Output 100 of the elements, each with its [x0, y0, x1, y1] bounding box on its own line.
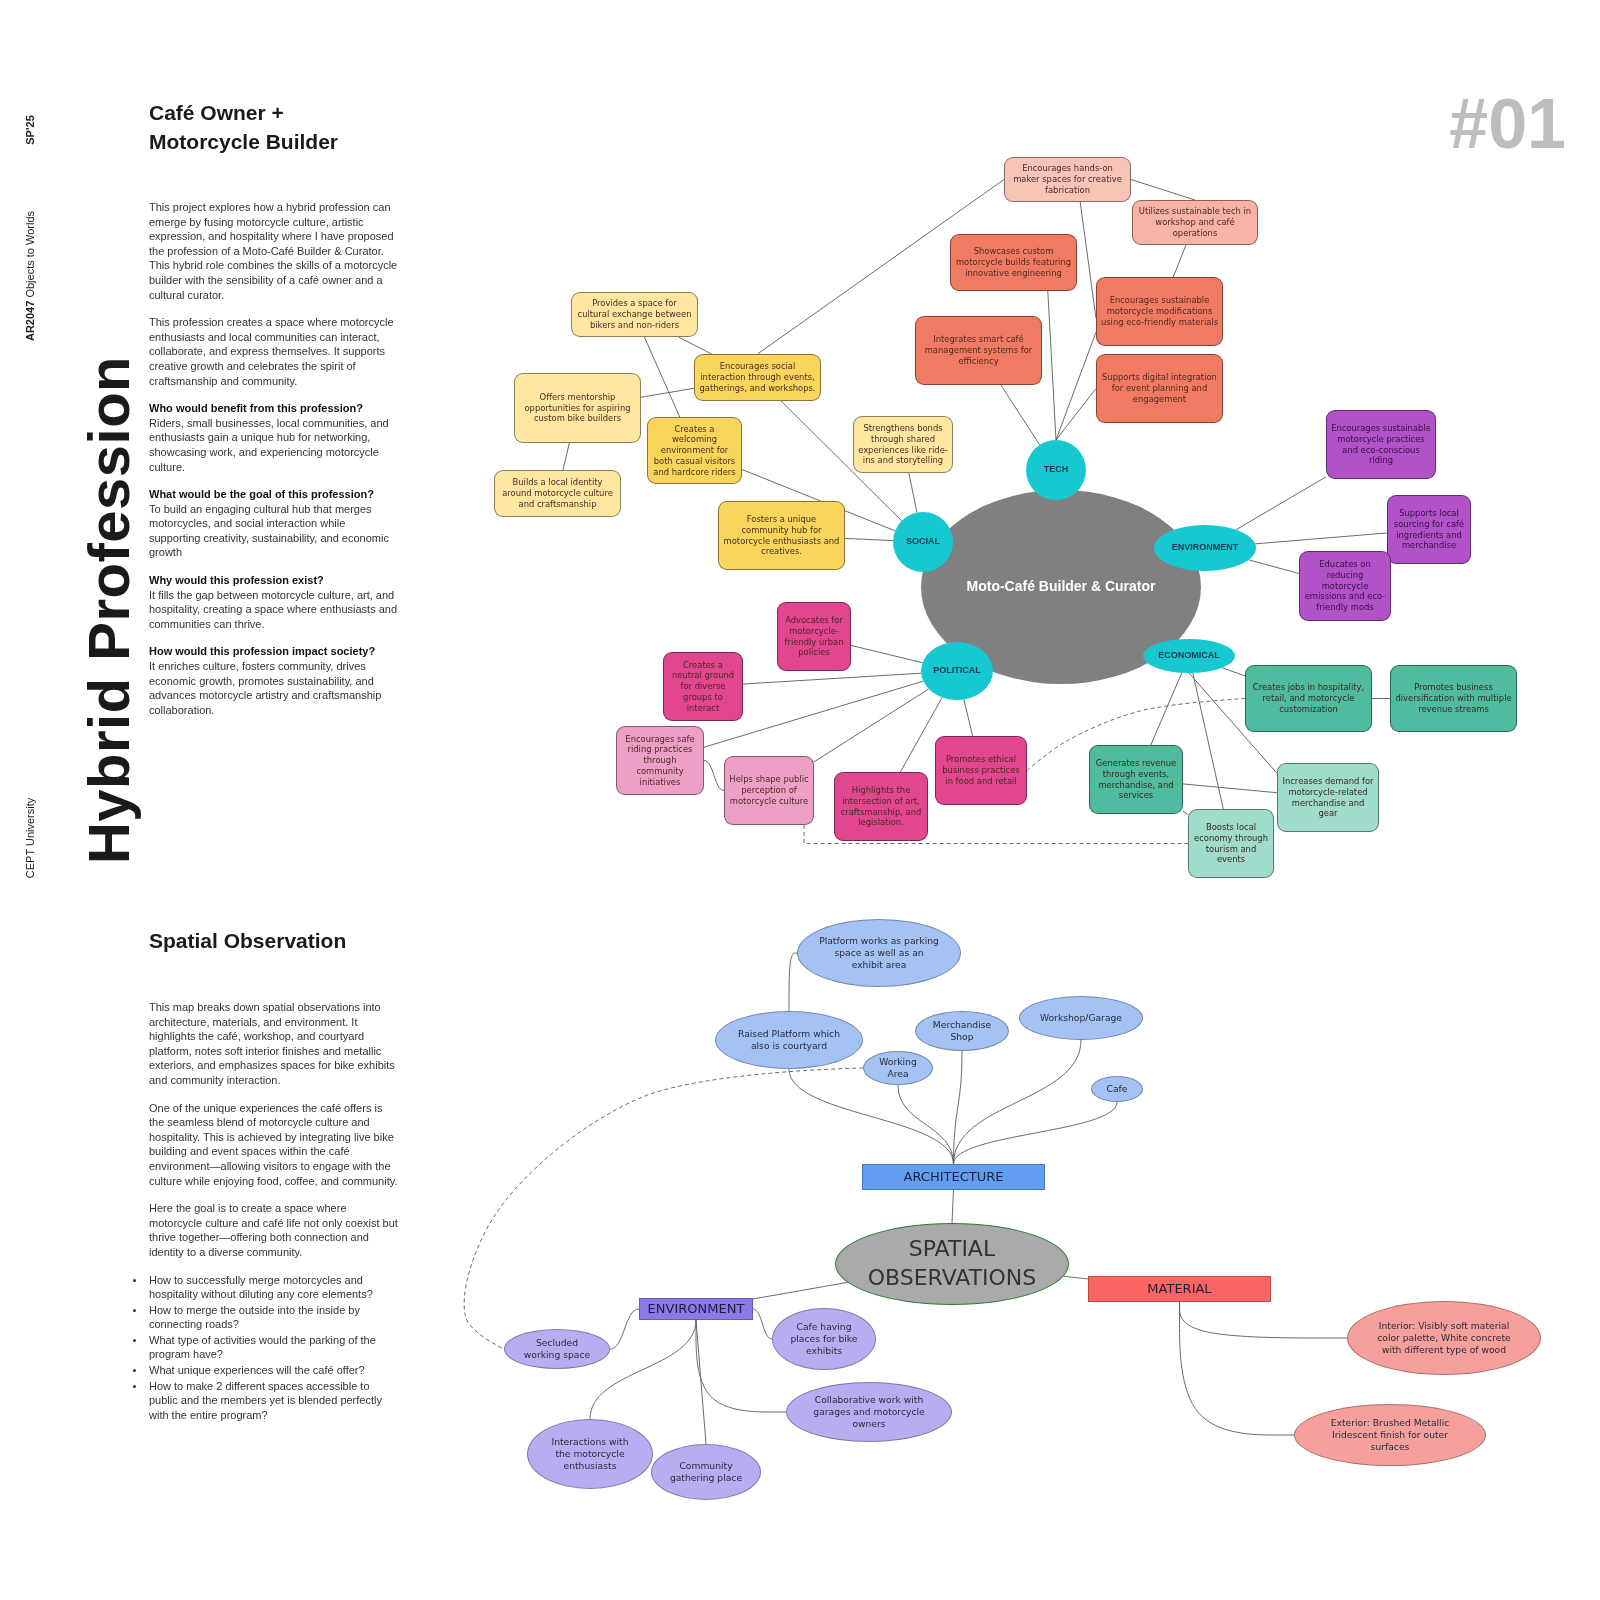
- node-label: Merchandise Shop: [931, 1019, 993, 1043]
- connector-line: [1192, 672, 1224, 810]
- node-label: Highlights the intersection of art, craftsmanship, and legislation.: [839, 785, 923, 828]
- idea-card: [950, 234, 1077, 291]
- node-label: Interactions with the motorcycle enthusiasts: [550, 1436, 630, 1472]
- connector-line: [908, 472, 918, 514]
- node-label: Promotes ethical business practices in food and retail: [941, 754, 1021, 787]
- category-bubble: [1143, 639, 1235, 673]
- connector-line: [752, 1308, 773, 1340]
- dashed-connector: [1026, 698, 1246, 771]
- question-heading: What would be the goal of this profession?: [149, 487, 375, 502]
- idea-card: [694, 354, 821, 401]
- node-label: MATERIAL: [1147, 1280, 1212, 1298]
- bullet-item: How to successfully merge motorcycles and hospitality without diluting any core elements?: [149, 1272, 374, 1302]
- node-label: Encourages hands-on maker spaces for creative fabrication: [1012, 163, 1123, 196]
- idea-card: [1004, 157, 1131, 202]
- connector-line: [844, 537, 894, 542]
- node-label: Workshop/Garage: [1039, 1012, 1123, 1024]
- node-label: Exterior: Brushed Metallic Iridescent finish for outer surfaces: [1329, 1417, 1451, 1453]
- node-label: SOCIAL: [906, 536, 940, 548]
- body-paragraph: This map breaks down spatial observations into architecture, materials, and environment. It highlights the café, workshop, and courtyard platform, notes soft interior finishes and metallic exteriors, and emphasizes spaces for bike exhibits and community interaction.: [149, 1000, 396, 1088]
- idea-card: [494, 470, 621, 517]
- idea-card: [571, 292, 698, 337]
- connector-line: [1047, 290, 1057, 441]
- idea-card: [1089, 745, 1183, 814]
- connector-line: [695, 1319, 707, 1445]
- node-label: Working Area: [878, 1056, 918, 1080]
- node-label: Encourages social interaction through events, gatherings, and workshops.: [698, 361, 817, 394]
- connector-line: [1130, 179, 1196, 201]
- connector-line: [813, 688, 930, 763]
- node-label: Provides a space for cultural exchange between bikers and non-riders: [576, 298, 693, 331]
- idea-card: [853, 416, 953, 473]
- vertical-title: Hybrid Profession: [74, 356, 142, 864]
- connector-line: [1221, 667, 1246, 677]
- connector-line: [1055, 331, 1097, 441]
- body-paragraph: This project explores how a hybrid profession can emerge by fusing motorcycle culture, artistic expression, and hospitality where I have proposed the profession of a Moto-Café Builder & Curator. This hybrid role combines the skills of a motorcycle builder with the sensibility of a café owner and a cultural curator.: [149, 200, 399, 303]
- connector-line: [609, 1308, 640, 1350]
- question-heading: Who would benefit from this profession?: [149, 401, 364, 416]
- idea-card: [1096, 277, 1223, 346]
- node-label: Helps shape public perception of motorcycle culture: [728, 774, 810, 807]
- idea-card: [724, 756, 814, 825]
- node-label: ARCHITECTURE: [903, 1168, 1004, 1186]
- node-label: SPATIAL OBSERVATIONS: [866, 1235, 1038, 1292]
- node-label: TECH: [1043, 464, 1069, 476]
- body-paragraph: One of the unique experiences the café offers is the seamless blend of motorcycle culture and hospitality. This is achieved by integrating live bike building and event spaces within the café environment—allowing visitors to engage with the culture while enjoying food, coffee, and community.: [149, 1100, 399, 1189]
- connector-line: [742, 672, 922, 685]
- bullet-item: What type of activities would the parking of the program have?: [149, 1332, 377, 1363]
- connector-line: [953, 1101, 1118, 1165]
- node-label: Strengthens bonds through shared experiences like ride-ins and storytelling: [857, 423, 949, 466]
- connector-line: [1371, 698, 1391, 699]
- connector-line: [788, 952, 798, 1012]
- connector-line: [703, 680, 924, 748]
- node-label: Builds a local identity around motorcycle culture and craftsmanship: [501, 477, 614, 510]
- idea-card: [1096, 354, 1223, 423]
- connector-line: [1150, 672, 1183, 746]
- node-label: Showcases custom motorcycle builds featuring innovative engineering: [954, 246, 1073, 279]
- idea-card: [1326, 410, 1436, 479]
- section-heading: Spatial Observation: [149, 928, 348, 954]
- connector-line: [780, 400, 903, 522]
- connector-line: [1254, 532, 1388, 545]
- connector-line: [1188, 672, 1278, 774]
- question-heading: Why would this profession exist?: [149, 573, 325, 588]
- node-label: ENVIRONMENT: [1171, 542, 1239, 554]
- connector-line: [1000, 384, 1041, 446]
- connector-line: [1179, 1301, 1295, 1436]
- idea-card: [915, 316, 1042, 385]
- category-tag: [639, 1298, 753, 1320]
- node-label: Increases demand for motorcycle-related merchandise and gear: [1281, 776, 1375, 819]
- connector-line: [1055, 388, 1097, 441]
- node-label: ENVIRONMENT: [647, 1300, 745, 1318]
- idea-card: [935, 736, 1027, 805]
- node-label: Moto-Café Builder & Curator: [966, 578, 1156, 596]
- body-paragraph: It enriches culture, fosters community, drives economic growth, promotes sustainability, and advances motorcycle artistry and craftsmanship collaboration.: [149, 659, 383, 718]
- idea-card: [663, 652, 743, 721]
- idea-card: [1390, 665, 1517, 732]
- node-label: Secluded working space: [522, 1337, 592, 1361]
- body-paragraph: Here the goal is to create a space where motorcycle culture and café life not only coexist but thrive together—offering both connection and identity to a diverse community.: [149, 1201, 399, 1260]
- dashed-connector: [463, 1067, 864, 1350]
- node-label: Supports digital integration for event planning and engagement: [1101, 372, 1218, 405]
- category-bubble: [1026, 440, 1086, 500]
- connector-line: [1172, 244, 1187, 278]
- section-heading: Café Owner + Motorcycle Builder: [149, 100, 340, 155]
- connector-line: [677, 336, 713, 355]
- idea-card: [1245, 665, 1372, 732]
- node-label: Encourages safe riding practices through community initiatives: [624, 733, 696, 788]
- node-label: Boosts local economy through tourism and events: [1193, 822, 1269, 865]
- node-label: Creates a neutral ground for diverse groups to interact: [670, 659, 736, 714]
- node-label: Creates jobs in hospitality, retail, and motorcycle customization: [1251, 682, 1366, 715]
- node-label: Encourages sustainable motorcycle practices and eco-conscious riding: [1330, 423, 1432, 466]
- node-label: POLITICAL: [933, 665, 981, 677]
- node-label: Offers mentorship opportunities for aspiring custom bike builders: [523, 391, 632, 425]
- node-label: Raised Platform which also is courtyard: [737, 1028, 841, 1052]
- node-label: Promotes business diversification with multiple revenue streams: [1394, 682, 1513, 715]
- idea-card: [1277, 763, 1379, 832]
- connector-line: [899, 696, 943, 773]
- topic-ellipse: [1091, 1076, 1143, 1102]
- idea-card: [777, 602, 851, 671]
- body-paragraph: This profession creates a space where motorcycle enthusiasts and local communities can interact, collaborate, and express themselves. It supports creative growth and celebrates the spirit of craftsmanship and community.: [149, 315, 395, 389]
- node-label: Educates on reducing motorcycle emissions and eco-friendly mods: [1303, 559, 1387, 613]
- node-label: Encourages sustainable motorcycle modifications using eco-friendly materials: [1099, 295, 1220, 328]
